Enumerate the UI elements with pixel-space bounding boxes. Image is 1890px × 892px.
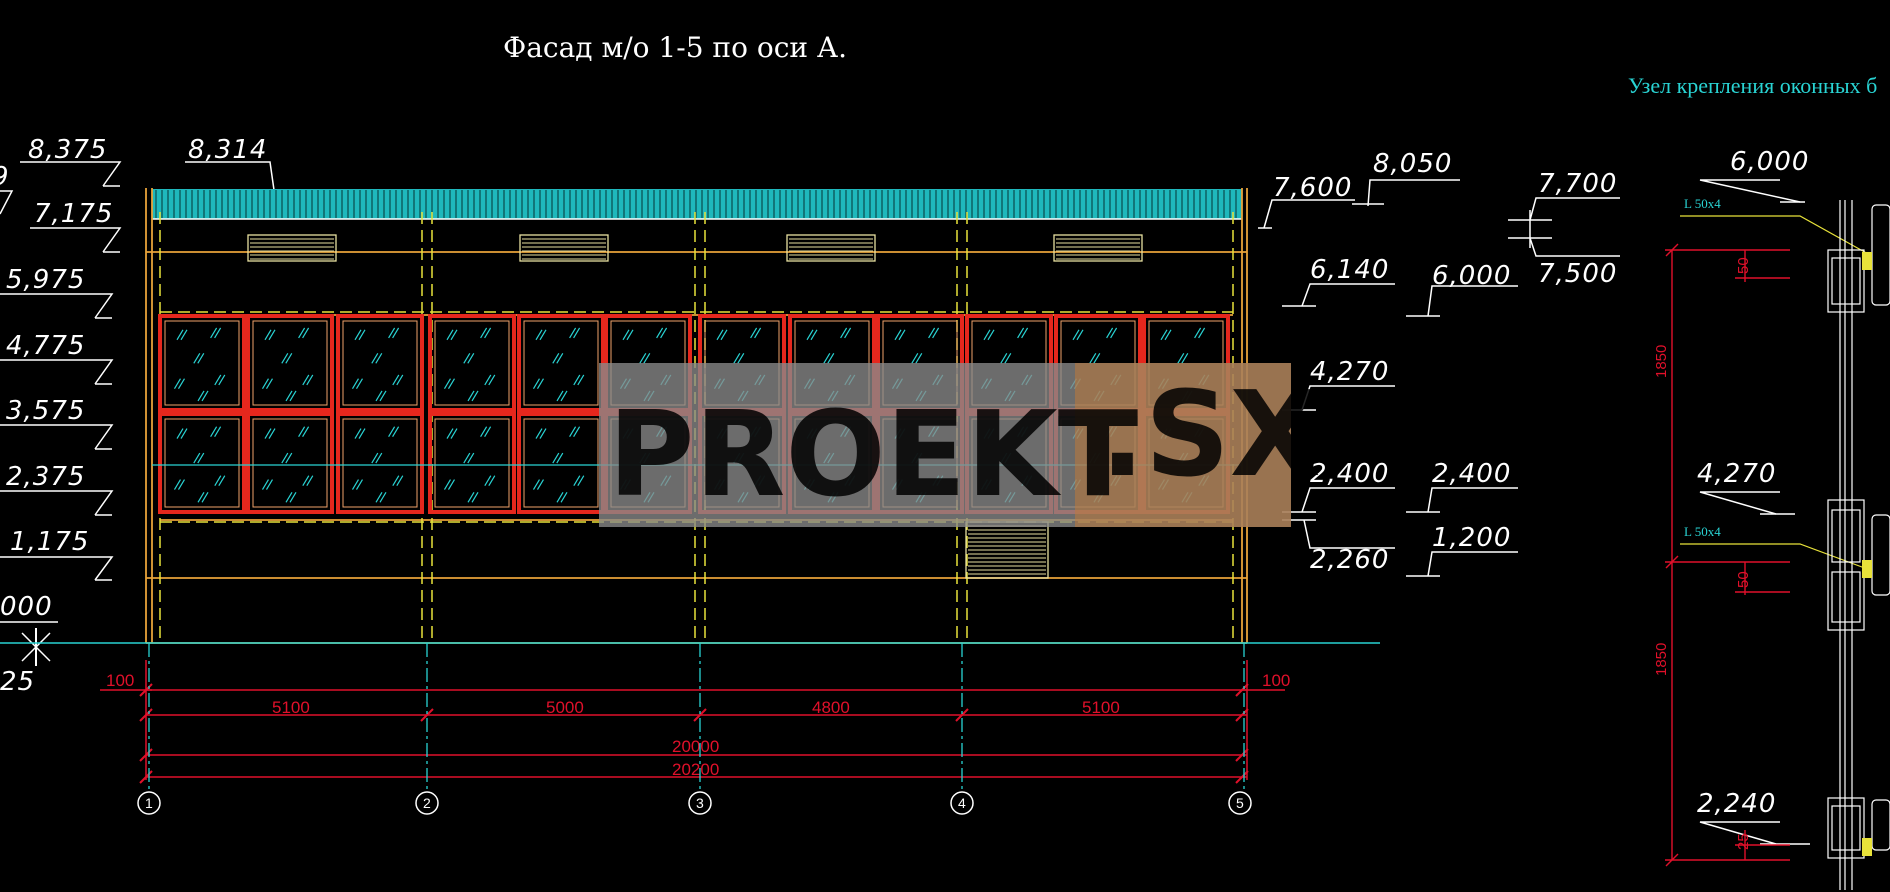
window-pane xyxy=(158,314,246,412)
door-grille-shape xyxy=(965,521,1049,579)
vent-3 xyxy=(786,234,876,262)
axis-4: 4 xyxy=(958,795,966,811)
detail-title: Узел крепления оконных б xyxy=(1628,73,1877,98)
watermark: PROEKT .SX xyxy=(599,363,1321,527)
level-4775: 4,775 xyxy=(6,331,85,361)
window-pane xyxy=(246,412,334,514)
detail-small-c: 25 xyxy=(1735,833,1752,850)
vent-4 xyxy=(1053,234,1143,262)
level-6140: 6,140 xyxy=(1310,255,1389,285)
roof-parapet xyxy=(152,189,1242,220)
axis-1: 1 xyxy=(145,795,153,811)
window-pane xyxy=(246,314,334,412)
detail-level-bottom: 2,240 xyxy=(1697,789,1776,819)
level-2400b: 2,400 xyxy=(1432,459,1511,489)
dim-span-2: 5000 xyxy=(546,698,584,717)
detail-angle-top: L 50x4 xyxy=(1684,196,1721,211)
axis-5: 5 xyxy=(1236,795,1244,811)
level-000: 000 xyxy=(0,592,53,622)
level-3575: 3,575 xyxy=(6,396,85,426)
window-pane xyxy=(336,412,424,514)
level-4270: 4,270 xyxy=(1310,357,1389,387)
window-pane xyxy=(336,314,424,412)
detail-angle-mid: L 50x4 xyxy=(1684,524,1721,539)
level-2260: 2,260 xyxy=(1310,545,1389,575)
detail-dim-upper: 1850 xyxy=(1653,345,1670,378)
drawing-title: Фасад м/о 1-5 по оси А. xyxy=(503,31,847,64)
detail-level-mid: 4,270 xyxy=(1697,459,1776,489)
detail-dim-lower: 1850 xyxy=(1653,643,1670,676)
detail-level-top: 6,000 xyxy=(1730,147,1809,177)
door-grille xyxy=(965,521,1049,579)
level-edge: 9 xyxy=(0,162,10,192)
level-7500: 7,500 xyxy=(1538,259,1617,289)
level-1175: 1,175 xyxy=(10,527,89,557)
level-8375: 8,375 xyxy=(28,135,107,165)
dim-span-3: 4800 xyxy=(812,698,850,717)
right-level-marks xyxy=(1258,179,1620,577)
window-pane xyxy=(428,412,516,514)
level-2400a: 2,400 xyxy=(1310,459,1389,489)
level-6000: 6,000 xyxy=(1432,261,1511,291)
window-pane xyxy=(517,412,605,514)
level-8050: 8,050 xyxy=(1373,149,1452,179)
axis-3: 3 xyxy=(696,795,704,811)
window-pane xyxy=(517,314,605,412)
dim-right-offset: 100 xyxy=(1262,671,1290,690)
detail-small-a: 50 xyxy=(1735,257,1752,274)
dim-span-1: 5100 xyxy=(272,698,310,717)
level-1200: 1,200 xyxy=(1432,523,1511,553)
dim-left-offset: 100 xyxy=(106,671,134,690)
fastening-detail xyxy=(1665,179,1890,890)
vent-1 xyxy=(247,234,337,262)
ventilation-grilles xyxy=(247,234,1143,262)
level-7600: 7,600 xyxy=(1273,173,1352,203)
level-7175: 7,175 xyxy=(34,199,113,229)
dim-total-overall: 20200 xyxy=(672,760,719,779)
level-roof-8314: 8,314 xyxy=(188,135,267,165)
level-2375: 2,375 xyxy=(6,462,85,492)
level-25: 25 xyxy=(0,667,35,697)
window-pane xyxy=(158,412,246,514)
dimension-lines xyxy=(100,660,1285,784)
axis-2: 2 xyxy=(423,795,431,811)
dim-total-axes: 20000 xyxy=(672,737,719,756)
window-pane xyxy=(428,314,516,412)
left-level-marks xyxy=(0,161,275,666)
grid-axes xyxy=(137,643,1252,815)
dim-span-4: 5100 xyxy=(1082,698,1120,717)
level-7700: 7,700 xyxy=(1538,169,1617,199)
vent-2 xyxy=(519,234,609,262)
detail-small-b: 50 xyxy=(1735,571,1752,588)
watermark-suffix: .SX xyxy=(1100,365,1321,503)
watermark-text: PROEKT xyxy=(608,385,1138,523)
level-5975: 5,975 xyxy=(6,265,85,295)
